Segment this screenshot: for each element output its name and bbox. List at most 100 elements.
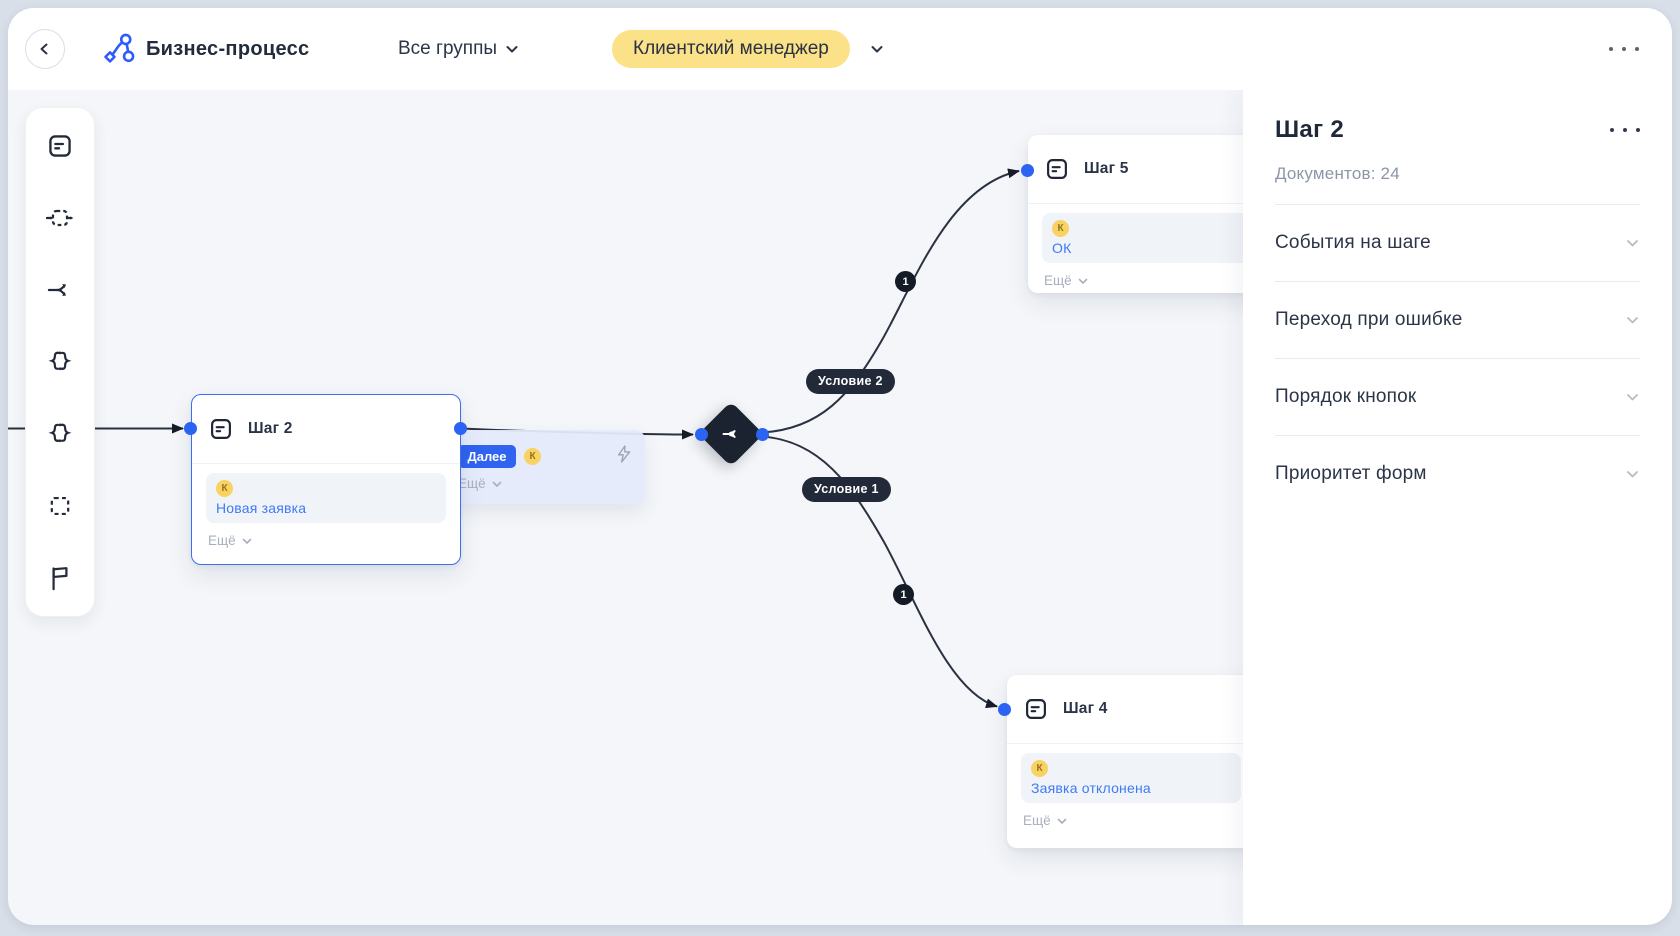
flag-icon [52,567,68,591]
tool-loop-clockwise[interactable] [45,347,75,377]
loop-clockwise-icon [48,351,72,371]
ellipsis-icon [1609,47,1639,51]
port-condition-out[interactable] [756,428,769,441]
chevron-down-icon [242,538,251,544]
port-step4-in[interactable] [998,703,1011,716]
role-filter-label: Клиентский менеджер [633,38,829,59]
more-label: Ещё [1023,813,1051,828]
chevron-down-icon [1078,278,1087,284]
document-link[interactable]: ОК [1052,240,1072,256]
chevron-down-icon [492,481,501,487]
section-step-events[interactable]: События на шаге [1275,205,1640,282]
k-badge: К [216,480,233,497]
next-transition-button[interactable]: Далее [458,445,516,468]
step-card-icon [1026,699,1046,719]
chevron-left-icon [35,39,55,59]
section-label: События на шаге [1275,232,1431,253]
groups-dropdown[interactable]: Все группы [398,8,519,90]
header-more-menu[interactable] [1609,8,1639,90]
document-chip[interactable]: К ОК [1042,213,1264,263]
divider [1275,204,1640,205]
section-error-transition[interactable]: Переход при ошибке [1275,282,1640,359]
tool-palette [25,107,95,617]
k-badge: К [1052,220,1069,237]
selection-area-icon [50,496,70,516]
chevron-down-icon [1627,394,1638,401]
tool-flag[interactable] [45,563,75,593]
node-step5-header: Шаг 5 [1028,135,1278,204]
back-button[interactable] [25,29,65,69]
step-card-icon [211,419,231,439]
app-window: Бизнес-процесс Все группы Клиентский мен… [8,8,1672,925]
node-step4-more-toggle[interactable]: Ещё [1023,813,1241,828]
popover-more-toggle[interactable]: Ещё [458,476,502,491]
node-step2-title: Шаг 2 [248,420,293,437]
port-step2-out[interactable] [454,422,467,435]
node-step2-body: К Новая заявка Ещё [192,464,460,548]
document-link[interactable]: Новая заявка [216,500,307,516]
document-link[interactable]: Заявка отклонена [1031,780,1151,796]
branch-icon [47,284,67,296]
chevron-down-icon [1627,471,1638,478]
process-flow-logo-icon [101,31,137,67]
loop-counterclockwise-icon [48,423,72,443]
edge-label-condition1[interactable]: Условие 1 [802,477,891,502]
node-step5-more-toggle[interactable]: Ещё [1044,273,1264,288]
node-step4[interactable]: Шаг 4 К Заявка отклонена Ещё [1007,675,1255,848]
branch-fork-icon [718,421,744,447]
more-label: Ещё [458,476,486,491]
tool-subprocess[interactable] [45,203,75,233]
edge-waypoint-badge[interactable]: 1 [895,271,916,292]
section-button-order[interactable]: Порядок кнопок [1275,359,1640,436]
chevron-down-icon [870,43,884,55]
edge-label-condition2[interactable]: Условие 2 [806,369,895,394]
document-chip[interactable]: К Заявка отклонена [1021,753,1241,803]
top-bar: Бизнес-процесс Все группы Клиентский мен… [8,8,1672,90]
role-filter-pill[interactable]: Клиентский менеджер [612,30,850,68]
node-step2-more-toggle[interactable]: Ещё [208,533,446,548]
tool-loop-counterclockwise[interactable] [45,419,75,449]
node-step5[interactable]: Шаг 5 К ОК Ещё [1028,135,1278,293]
k-badge: К [1031,760,1048,777]
node-step2-header: Шаг 2 [192,395,460,464]
page-title: Бизнес-процесс [146,37,310,60]
section-forms-priority[interactable]: Приоритет форм [1275,436,1640,512]
tool-branch-condition[interactable] [45,275,75,305]
chevron-down-icon [505,43,519,55]
node-step4-title: Шаг 4 [1063,700,1108,717]
groups-dropdown-label: Все группы [398,38,498,59]
tool-selection-area[interactable] [45,491,75,521]
canvas[interactable]: Далее К Ещё Шаг 2 К Новая заявка [8,90,1672,925]
section-label: Приоритет форм [1275,463,1427,484]
tool-step-card[interactable] [45,131,75,161]
edge-waypoint-badge[interactable]: 1 [893,584,914,605]
edge-condition-to-step5 [762,168,1020,434]
k-badge: К [524,448,541,465]
port-step2-in[interactable] [184,422,197,435]
documents-count: Документов: 24 [1275,164,1400,183]
more-label: Ещё [208,533,236,548]
lightning-icon[interactable] [614,444,634,464]
node-step5-title: Шаг 5 [1084,160,1129,177]
step-card-icon [1047,159,1067,179]
node-step5-body: К ОК Ещё [1028,204,1278,288]
section-label: Порядок кнопок [1275,386,1417,407]
transition-popover: Далее К Ещё [444,430,645,504]
document-chip[interactable]: К Новая заявка [206,473,446,523]
panel-more-menu[interactable] [1610,128,1640,132]
subprocess-icon [46,209,74,227]
inspector-panel: Шаг 2 Документов: 24 События на шаге Пер… [1243,90,1672,925]
port-step5-in[interactable] [1021,164,1034,177]
panel-title: Шаг 2 [1275,116,1344,143]
node-step4-body: К Заявка отклонена Ещё [1007,744,1255,828]
node-step4-header: Шаг 4 [1007,675,1255,744]
chevron-down-icon [1057,818,1066,824]
chevron-down-icon [1627,317,1638,324]
section-label: Переход при ошибке [1275,309,1463,330]
step-card-icon [49,135,71,157]
node-step2[interactable]: Шаг 2 К Новая заявка Ещё [191,394,461,565]
chevron-down-icon [1627,240,1638,247]
role-dropdown-toggle[interactable] [870,8,884,90]
port-condition-in[interactable] [695,428,708,441]
